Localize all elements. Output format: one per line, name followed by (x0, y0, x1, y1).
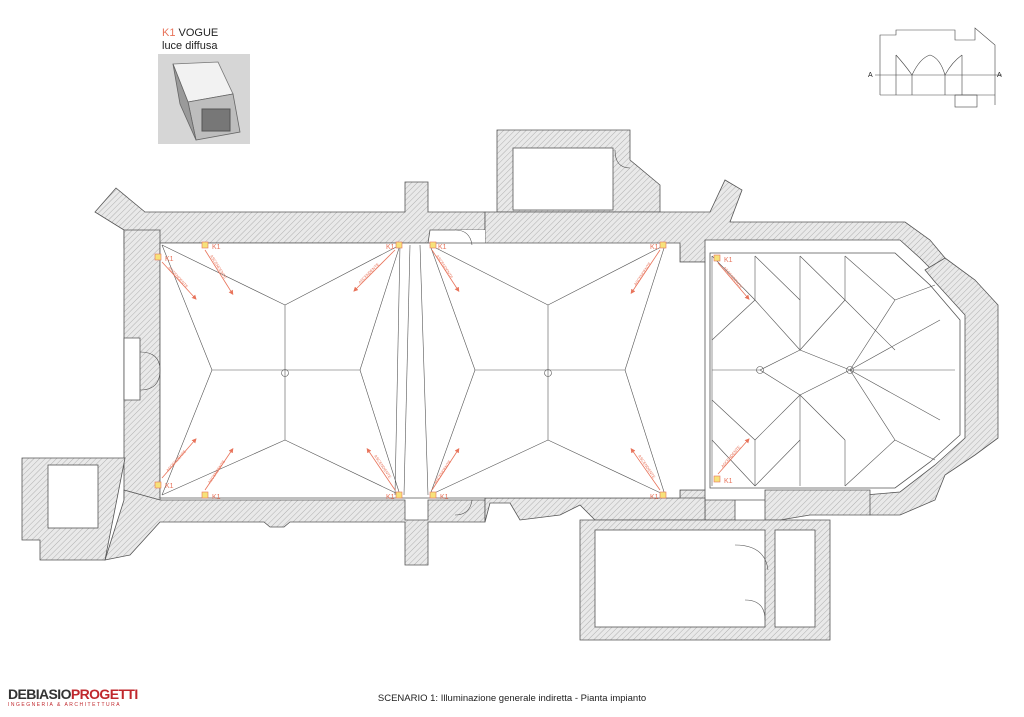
fixture-k1: K1 (429, 241, 447, 251)
svg-text:K1: K1 (650, 244, 659, 251)
interior (159, 242, 961, 499)
fixture-description: luce diffusa (162, 40, 218, 52)
company-logo: DEBIASIOPROGETTI INGEGNERIA & ARCHITETTU… (8, 687, 138, 708)
fixture-photo (158, 54, 250, 144)
logo-part2: PROGETTI (70, 686, 138, 702)
fixture-k1: K1 (713, 254, 733, 264)
svg-text:K1: K1 (724, 478, 733, 485)
svg-text:K1: K1 (212, 494, 221, 501)
svg-text:K1: K1 (212, 244, 221, 251)
fixture-k1: K1 (386, 491, 403, 501)
fixtures: K1 K1 K1 K1 K1 K1 K1 K1 K1 K1 K1 K1 (154, 241, 733, 501)
fixture-k1: K1 (429, 491, 449, 501)
fixture-k1: K1 (201, 491, 221, 501)
svg-text:K1: K1 (438, 244, 447, 251)
legend-title: K1 VOGUE (162, 27, 218, 39)
fixture-k1: K1 (154, 481, 174, 490)
fixture-k1: K1 (386, 241, 403, 251)
fixture-k1: K1 (154, 253, 174, 263)
fixture-name: VOGUE (178, 27, 219, 39)
section-mark-right: A (997, 72, 1002, 79)
logo-tagline: INGEGNERIA & ARCHITETTURA (8, 702, 122, 708)
vault-lines (161, 244, 955, 496)
logo-part1: DEBIASIO (8, 686, 71, 702)
fixture-code: K1 (162, 27, 176, 39)
svg-text:K1: K1 (165, 256, 174, 263)
drawing-caption: SCENARIO 1: Illuminazione generale indir… (377, 693, 647, 704)
svg-text:K1: K1 (386, 494, 395, 501)
svg-text:K1: K1 (386, 244, 395, 251)
svg-text:K1: K1 (440, 494, 449, 501)
fixture-k1: K1 (201, 241, 221, 251)
fixture-k1: K1 (650, 241, 667, 251)
fixture-k1: K1 (713, 475, 733, 485)
fixture-k1: K1 (650, 491, 667, 501)
section-thumbnail: A A (868, 27, 1002, 108)
doors (139, 149, 769, 621)
svg-text:K1: K1 (650, 494, 659, 501)
walls (21, 129, 999, 641)
svg-text:K1: K1 (724, 257, 733, 264)
uplight-arrows (161, 249, 750, 491)
svg-text:K1: K1 (165, 483, 174, 490)
section-mark-left: A (868, 72, 873, 79)
